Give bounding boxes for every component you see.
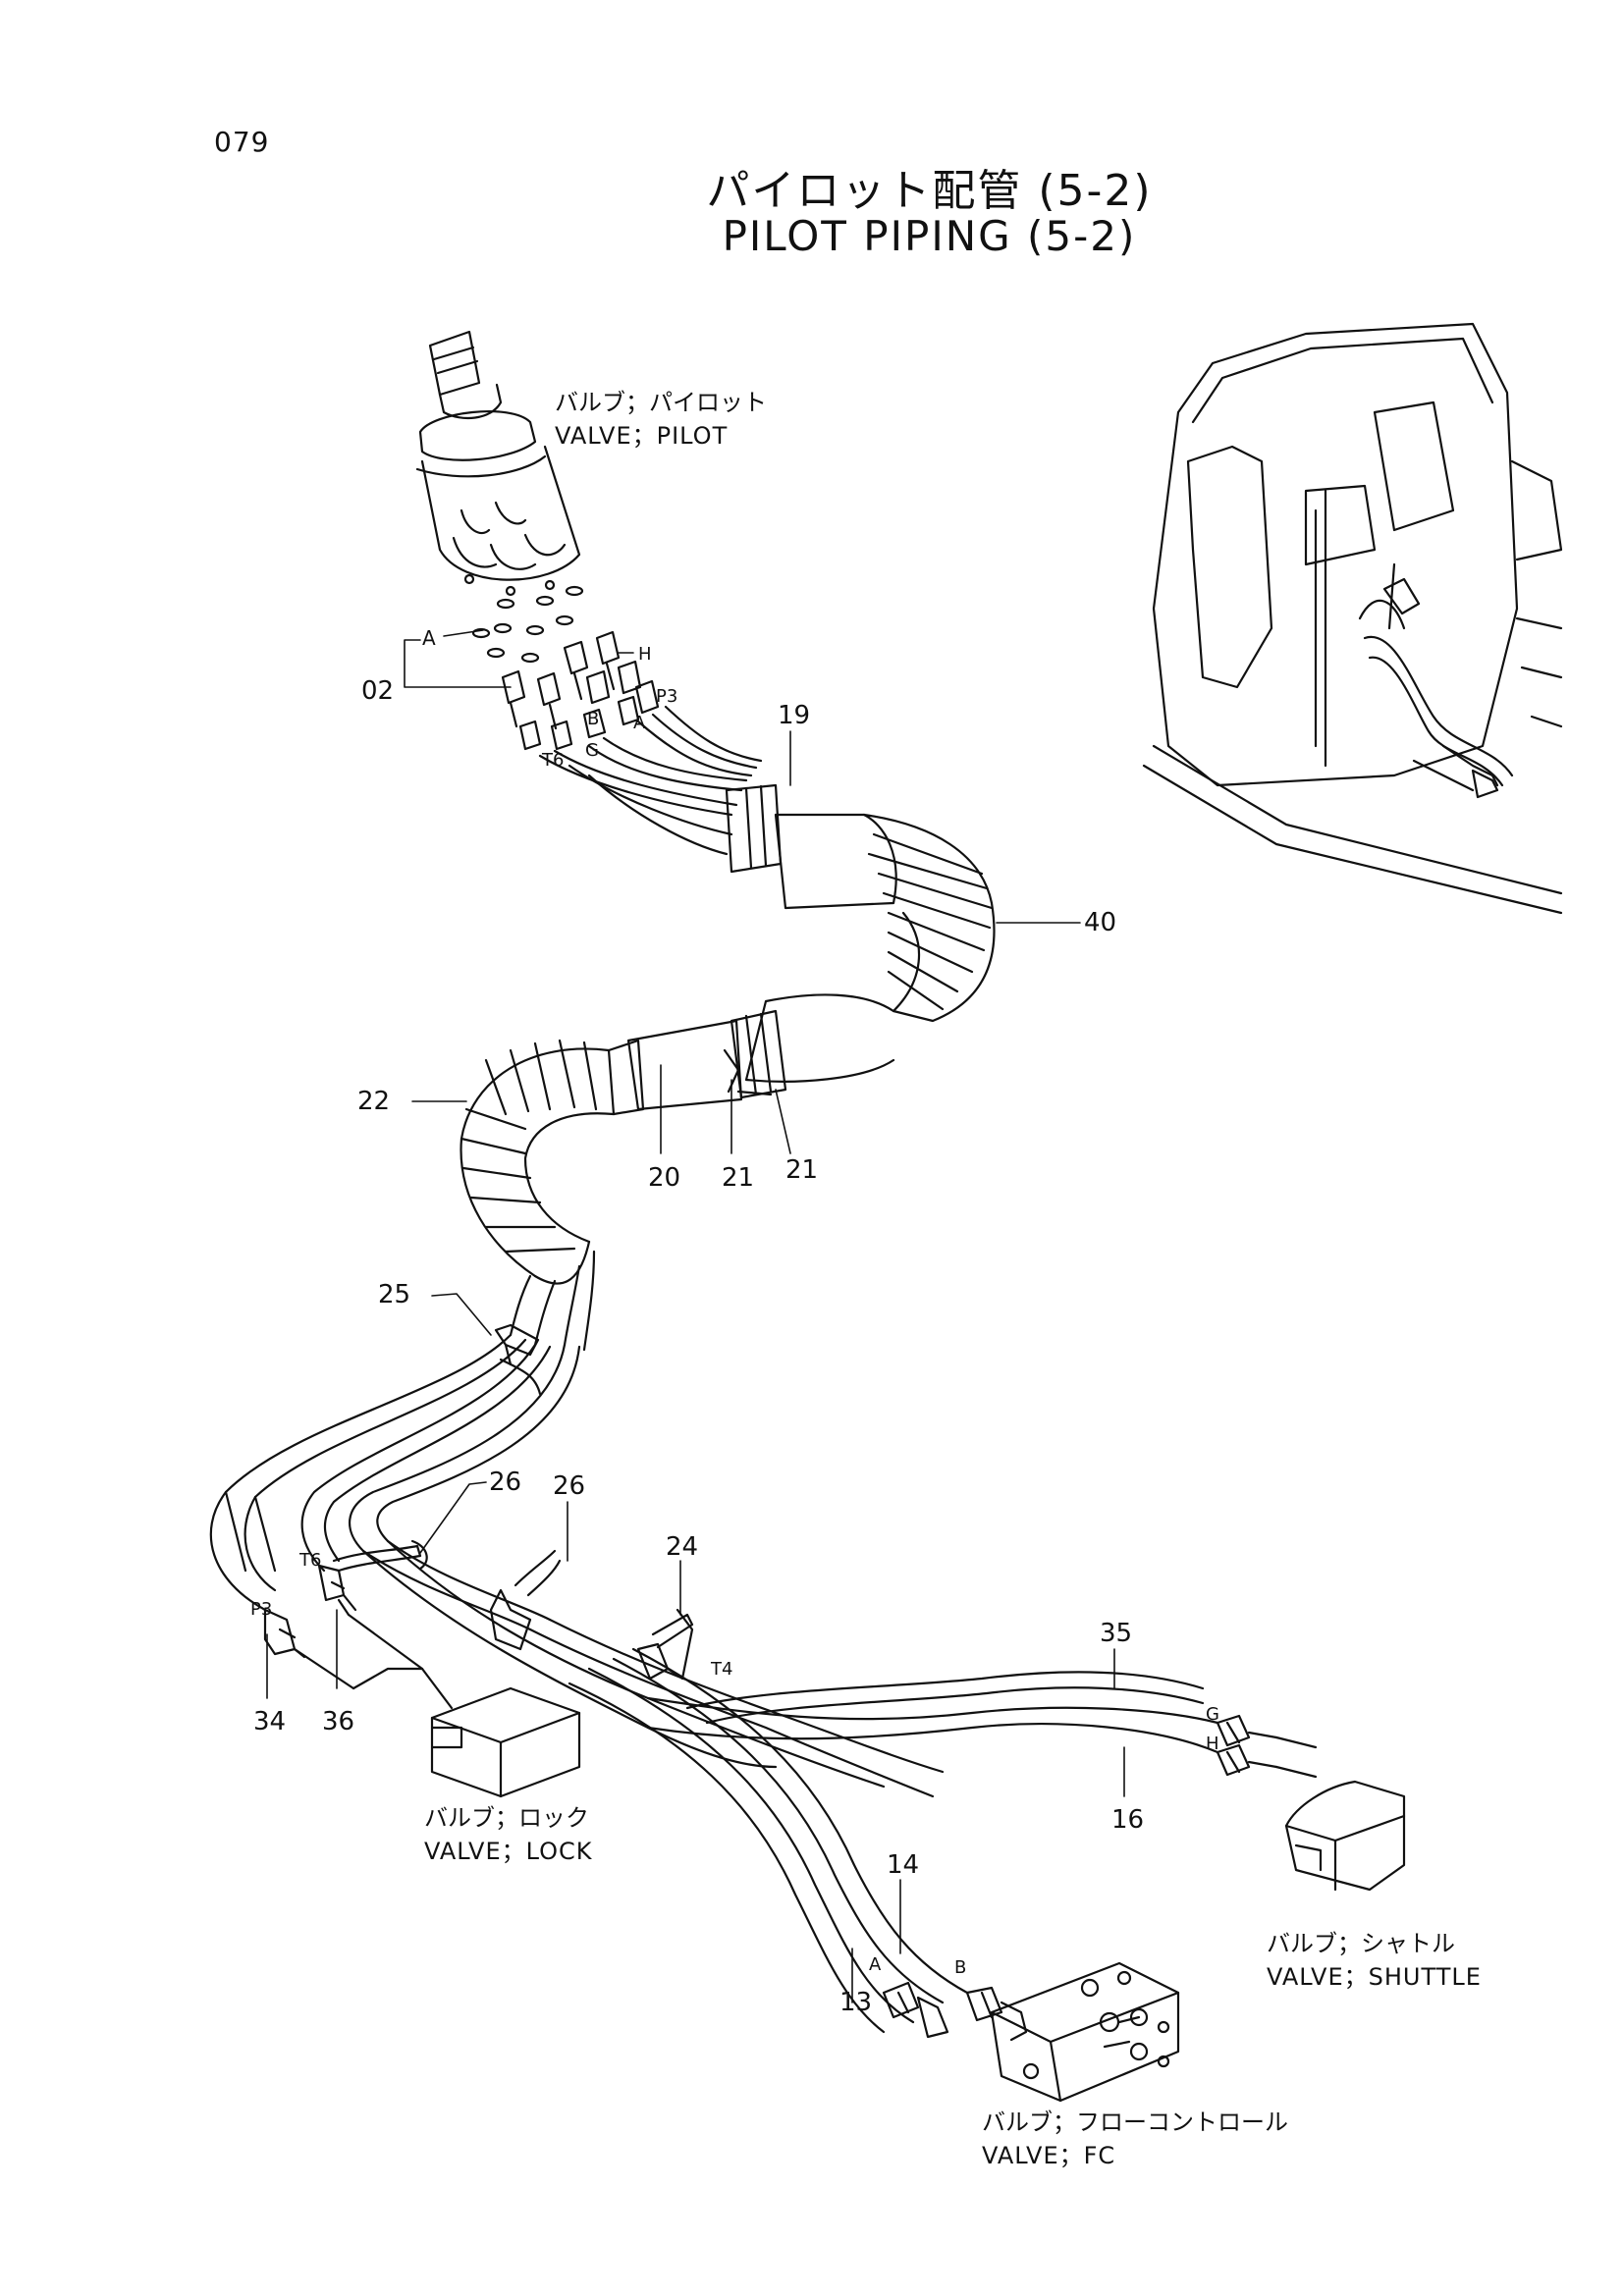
port-letter-t6-upper: T6 <box>541 750 564 771</box>
fc-valve-block <box>990 1961 1180 2103</box>
valve-lock-label-en: VALVE；LOCK <box>424 1838 593 1865</box>
callout-20: 20 <box>648 1163 680 1193</box>
shuttle-valve-block <box>1284 1780 1406 1892</box>
title-english: PILOT PIPING (5-2) <box>722 212 1137 260</box>
callout-02: 02 <box>361 676 394 706</box>
callout-22: 22 <box>357 1087 390 1116</box>
upper-hose-bundle <box>538 705 763 856</box>
callout-40: 40 <box>1084 908 1116 937</box>
callout-16: 16 <box>1111 1805 1144 1835</box>
leader-lines <box>266 629 1125 2003</box>
text-labels: バルブ；パイロット VALVE；PILOT バルブ；ロック VALVE；LOCK… <box>250 389 1482 2169</box>
port-letter-g-upper: G <box>585 740 599 761</box>
page-number: 079 <box>214 126 270 158</box>
fc-valve-fittings <box>882 1981 1028 2042</box>
callout-25: 25 <box>378 1280 410 1309</box>
callout-35: 35 <box>1100 1619 1132 1648</box>
callout-13: 13 <box>839 1988 872 2017</box>
shuttle-valve-fittings <box>1216 1714 1318 1779</box>
port-letter-a-upper: A <box>422 626 436 650</box>
title-japanese: パイロット配管 (5-2) <box>706 166 1153 216</box>
lock-valve-block <box>430 1686 581 1798</box>
port-letter-p3-upper: P3 <box>656 686 677 707</box>
callout-21-a: 21 <box>722 1163 754 1193</box>
valve-pilot-label-en: VALVE；PILOT <box>555 422 728 450</box>
hose-protector <box>607 783 996 1116</box>
callout-26-middle: 26 <box>553 1471 585 1501</box>
callout-19: 19 <box>778 701 810 730</box>
port-letter-t6-lower: T6 <box>298 1550 321 1571</box>
valve-pilot-label-jp: バルブ；パイロット <box>555 389 767 416</box>
pilot-valve <box>415 330 584 664</box>
callout-34: 34 <box>253 1707 286 1736</box>
port-letter-h-upper: H <box>638 644 652 665</box>
callout-21-b: 21 <box>785 1155 818 1185</box>
callout-24: 24 <box>666 1532 698 1562</box>
valve-fc-label-jp: バルブ；フローコントロール <box>982 2109 1288 2136</box>
port-letter-h-lower: H <box>1206 1734 1219 1754</box>
callout-26-left: 26 <box>489 1468 521 1497</box>
valve-lock-label-jp: バルブ；ロック <box>424 1804 589 1832</box>
port-letter-a2-upper: A <box>633 713 646 733</box>
callout-14: 14 <box>887 1850 919 1880</box>
lower-hoses <box>209 1333 1219 2034</box>
port-letter-b-upper: B <box>587 709 599 729</box>
hose-clamps <box>332 1323 694 1681</box>
valve-fc-label-en: VALVE；FC <box>982 2142 1115 2169</box>
upper-fittings <box>501 630 660 751</box>
port-letter-g-lower: G <box>1206 1704 1219 1725</box>
port-letter-a-lower: A <box>869 1954 882 1975</box>
port-letter-b-lower: B <box>954 1957 966 1978</box>
callout-36: 36 <box>322 1707 354 1736</box>
cab-illustration <box>1142 322 1563 915</box>
lock-valve-fittings <box>263 1564 454 1710</box>
port-letter-p3-lower: P3 <box>250 1599 272 1620</box>
valve-shuttle-label-en: VALVE；SHUTTLE <box>1267 1963 1482 1991</box>
spiral-wrap <box>460 1039 616 1352</box>
valve-shuttle-label-jp: バルブ；シャトル <box>1267 1930 1455 1957</box>
port-letter-t4-lower: T4 <box>710 1659 732 1680</box>
